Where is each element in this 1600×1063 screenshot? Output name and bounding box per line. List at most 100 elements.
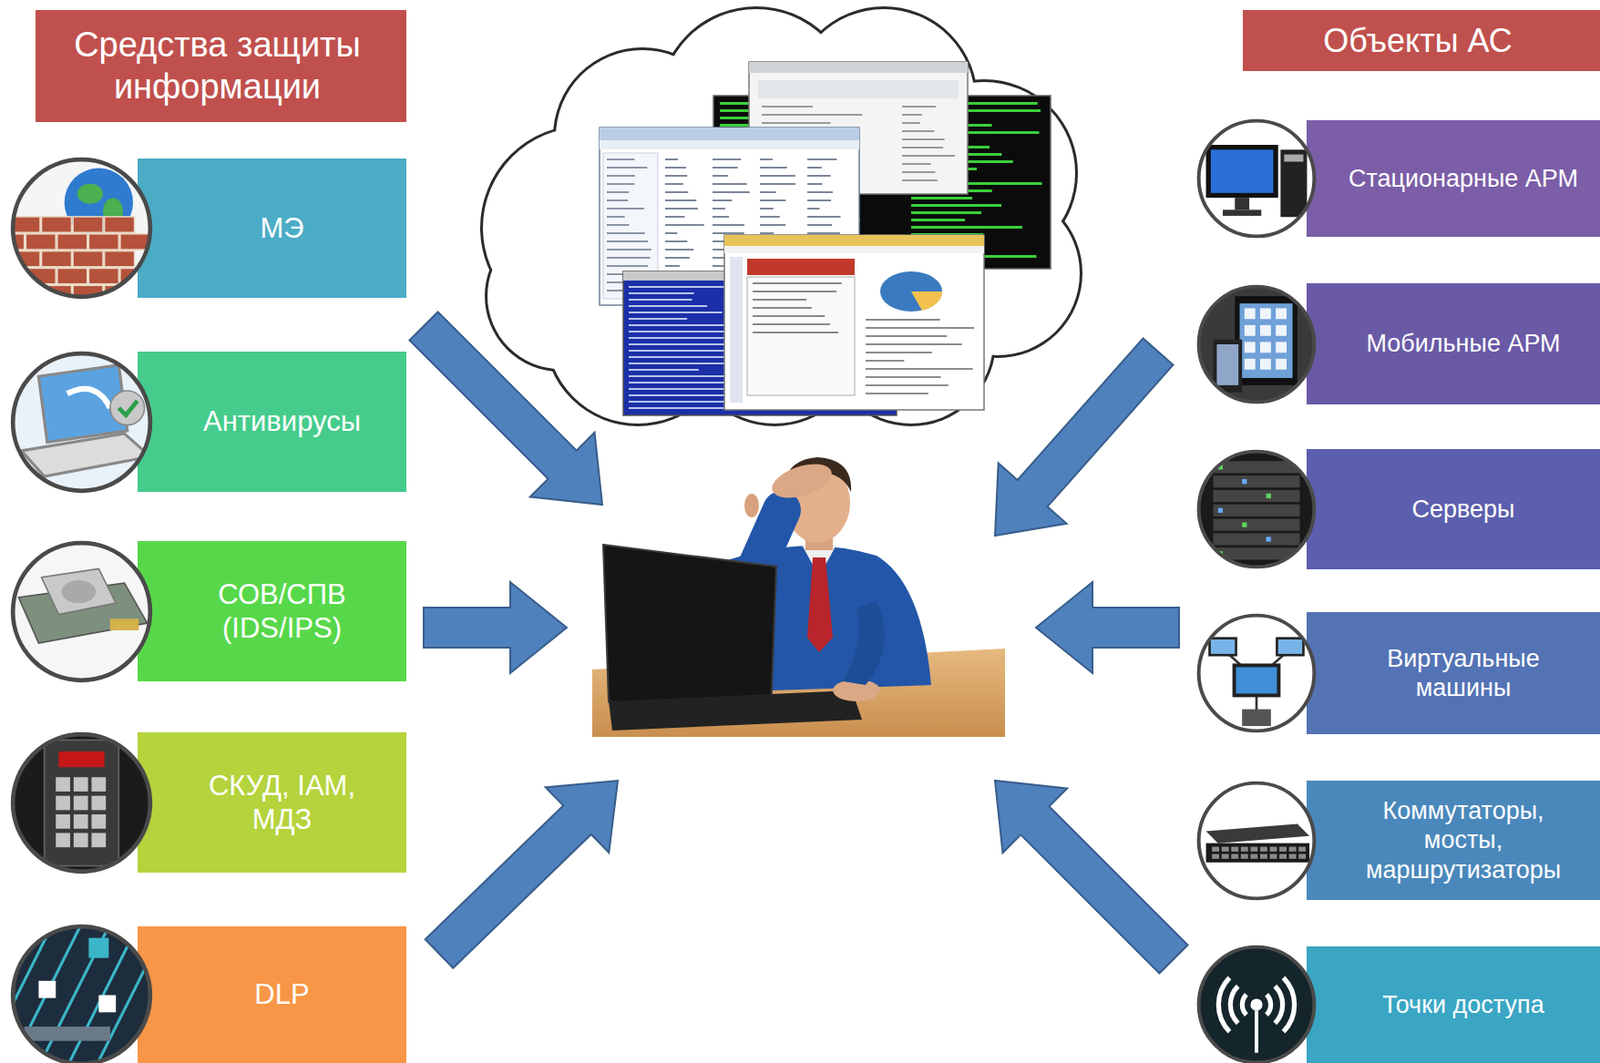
wifi-icon <box>1218 977 1230 1032</box>
explorer-window <box>606 248 652 251</box>
console-window <box>628 305 708 308</box>
explorer-window <box>599 140 860 150</box>
switch-icon <box>1270 853 1278 859</box>
wifi-icon <box>1254 1011 1259 1054</box>
vm-icon <box>1232 663 1282 698</box>
explorer-window <box>606 207 645 210</box>
settings-window <box>902 154 955 157</box>
keypad-icon <box>73 795 89 811</box>
manager-window <box>865 327 975 329</box>
switch-icon <box>1221 846 1230 852</box>
manager-window <box>865 376 942 379</box>
card-icon <box>41 568 117 615</box>
console-window <box>628 330 740 333</box>
manager-window <box>865 343 963 346</box>
switch-icon <box>1211 853 1220 859</box>
tablet-icon <box>1260 324 1272 336</box>
manager-window <box>752 331 839 334</box>
tablet-icon <box>1275 341 1287 353</box>
settings-window <box>761 122 831 124</box>
explorer-window <box>665 158 678 161</box>
person-at-laptop <box>807 557 833 653</box>
category-box: СКУД, IAM, МДЗ <box>137 732 407 873</box>
settings-window <box>758 80 959 99</box>
box-label: Коммутаторы, мосты, маршрутизаторы <box>1353 796 1573 885</box>
switch-icon <box>1196 780 1317 902</box>
switch-icon <box>1289 853 1297 859</box>
laptop-icon <box>67 388 111 408</box>
tablet-icon <box>1234 296 1298 386</box>
manager-window <box>752 290 837 293</box>
category-box: МЭ <box>137 158 407 298</box>
wifi-icon <box>1283 977 1295 1032</box>
explorer-window <box>712 199 732 202</box>
vm-icon <box>1196 613 1317 734</box>
block-arrow <box>409 311 603 505</box>
pc-icon <box>1196 118 1317 239</box>
card-icon <box>110 618 139 631</box>
explorer-window <box>606 215 626 218</box>
switch-icon <box>1196 780 1317 902</box>
box-label: Точки доступа <box>1382 990 1544 1020</box>
server-icon <box>1196 449 1317 570</box>
explorer-window <box>606 224 629 226</box>
laptop-icon <box>10 350 154 494</box>
explorer-window <box>807 166 822 169</box>
manager-window <box>911 291 943 311</box>
box-label: DLP <box>254 977 309 1012</box>
manager-window <box>752 315 825 318</box>
keypad-icon <box>73 832 89 848</box>
explorer-window <box>712 224 745 226</box>
terminal-window <box>911 225 1023 229</box>
switch-icon <box>1260 846 1268 852</box>
explorer-window <box>759 158 773 161</box>
keypad-icon <box>44 739 120 866</box>
switch-icon <box>1221 853 1230 859</box>
explorer-window <box>665 183 684 185</box>
pc-icon <box>1210 149 1274 194</box>
category-box: DLP <box>137 926 407 1063</box>
switch-icon <box>1270 846 1278 852</box>
keypad-icon <box>55 814 71 830</box>
explorer-window <box>665 232 677 235</box>
card-icon <box>12 543 151 681</box>
explorer-window <box>759 224 786 226</box>
tablet-icon <box>1275 307 1287 319</box>
switch-icon <box>1230 846 1239 852</box>
tablet-icon <box>1216 344 1239 386</box>
firewall-icon <box>0 251 9 267</box>
switch-icon <box>1298 853 1306 859</box>
settings-window <box>902 146 944 149</box>
manager-window <box>752 323 831 326</box>
keypad-icon <box>91 795 106 811</box>
explorer-window <box>665 240 688 243</box>
settings-window <box>761 113 862 116</box>
explorer-window <box>712 183 748 185</box>
console-window <box>628 292 695 295</box>
manager-window <box>865 351 933 354</box>
manager-window <box>752 298 807 301</box>
card-icon <box>10 540 154 684</box>
box-label: Стационарные АРМ <box>1348 164 1579 194</box>
firewall-icon <box>10 285 41 301</box>
explorer-window <box>759 183 796 185</box>
settings-window <box>902 105 936 108</box>
person-at-laptop <box>592 457 1006 738</box>
server-icon <box>1212 475 1300 488</box>
explorer-window <box>606 256 650 259</box>
explorer-window <box>759 166 788 169</box>
explorer-window <box>712 174 729 177</box>
box-label: СОВ/СПВ (IDS/IPS) <box>191 577 374 646</box>
wifi-icon <box>1196 944 1317 1063</box>
box-label: Мобильные АРМ <box>1365 328 1560 359</box>
wifi-icon <box>1196 944 1317 1063</box>
settings-window <box>902 130 934 133</box>
box-label: МЭ <box>259 211 304 246</box>
person-at-laptop <box>603 544 777 716</box>
tablet-icon <box>1196 284 1317 405</box>
server-icon <box>1196 449 1317 570</box>
vm-icon <box>1210 639 1235 655</box>
dlp-icon <box>98 994 116 1013</box>
wifi-icon <box>1241 994 1247 1016</box>
